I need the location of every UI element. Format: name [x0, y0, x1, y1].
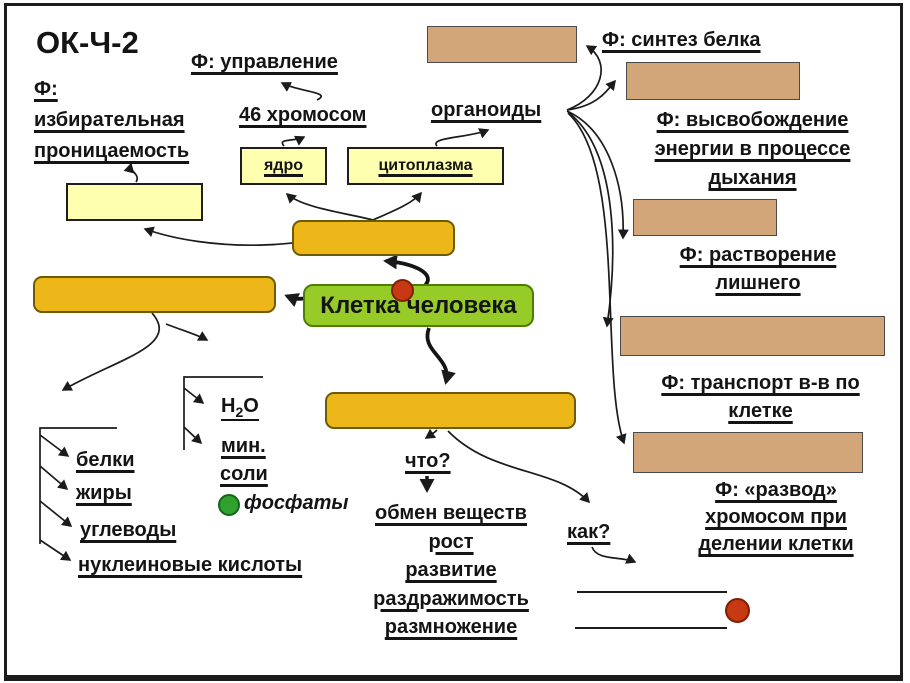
arrow-how-to-blank-lines	[591, 546, 637, 564]
blank-box-tan-3	[633, 199, 777, 236]
minerals-label-line2: соли	[220, 463, 268, 485]
cytoplasm-box: цитоплазма	[347, 147, 504, 185]
arrow-goldbottom-to-how	[447, 430, 591, 504]
question-what-label: что?	[405, 450, 451, 472]
red-dot-cell	[391, 279, 414, 302]
bracket-organics-arrow-2	[39, 465, 69, 490]
blank-box-tan-4	[620, 316, 885, 356]
cell-box: Клетка человека	[303, 284, 534, 327]
arrow-goldbottom-to-what	[424, 428, 438, 439]
membrane-function-label: Ф: избирательная проницаемость	[34, 78, 190, 162]
bracket-water-arrow-1	[183, 387, 205, 404]
arrow-organoids-to-tanbox-2	[566, 79, 616, 111]
page-title: ОК-Ч-2	[36, 25, 139, 60]
blank-box-tan-2	[626, 62, 800, 100]
blank-box-gold-bottom	[325, 392, 576, 429]
bracket-organics-arrow-3	[39, 500, 73, 527]
organics-item-proteins: белки	[76, 449, 135, 471]
green-dot-phosphates	[218, 494, 240, 516]
answer-line-2	[575, 627, 727, 629]
arrow-goldleft-to-organics	[61, 312, 160, 391]
phosphates-label: фосфаты	[244, 492, 349, 514]
organoids-label: органоиды	[431, 99, 542, 121]
arrow-cell-to-goldbottom	[425, 327, 456, 385]
chromosomes-label: 46 хромосом	[239, 104, 367, 126]
red-dot-bottom	[725, 598, 750, 623]
organics-item-carbs: углеводы	[80, 519, 177, 541]
minerals-label-line1: мин.	[221, 435, 266, 457]
blank-box-membrane	[66, 183, 203, 221]
blank-box-tan-1	[427, 26, 577, 63]
question-how-label: как?	[567, 521, 611, 543]
dissolve-function-label: Ф: растворение лишнего	[679, 244, 837, 294]
arrow-nucleus-to-chromosomes	[281, 135, 306, 147]
transport-function-label: Ф: транспорт в-в по клетке	[661, 372, 860, 422]
management-function-label: Ф: управление	[191, 51, 338, 73]
answer-line-1	[577, 591, 727, 593]
bracket-organics-arrow-1	[39, 434, 70, 457]
synthesis-function-label: Ф: синтез белка	[602, 29, 761, 51]
nucleus-box: ядро	[240, 147, 327, 185]
division-function-label: Ф: «развод» хромосом при делении клетки	[698, 479, 854, 555]
blank-box-tan-5	[633, 432, 863, 473]
blank-box-gold-top	[292, 220, 455, 256]
arrow-palebox-to-membrane-function	[123, 162, 138, 183]
arrow-goldtop-to-cytoplasm	[372, 191, 422, 221]
blank-box-gold-left	[33, 276, 276, 313]
bracket-organics	[39, 427, 117, 544]
arrow-organoids-to-tanbox-1	[566, 45, 602, 111]
arrow-goldleft-to-water	[165, 323, 209, 341]
arrow-organoids-to-tanbox-3	[566, 110, 629, 240]
arrow-to-management	[280, 82, 322, 101]
arrow-cytoplasm-to-organoids	[435, 128, 490, 147]
arrow-organoids-to-tanbox-4	[567, 111, 614, 328]
bracket-organics-arrow-4	[39, 539, 72, 561]
organics-item-nucleic-acids: нуклеиновые кислоты	[78, 554, 303, 576]
bracket-water	[183, 376, 263, 450]
water-formula: H2O	[221, 395, 259, 421]
bracket-water-arrow-2	[183, 426, 203, 445]
cell-properties-list: обмен веществ рост развитие раздражимост…	[373, 502, 529, 638]
energy-function-label: Ф: высвобождение энергии в процессе дыха…	[654, 109, 851, 189]
organics-item-fats: жиры	[76, 482, 132, 504]
arrow-goldtop-to-nucleus	[285, 193, 374, 221]
arrow-organoids-to-tanbox-5	[567, 112, 627, 445]
